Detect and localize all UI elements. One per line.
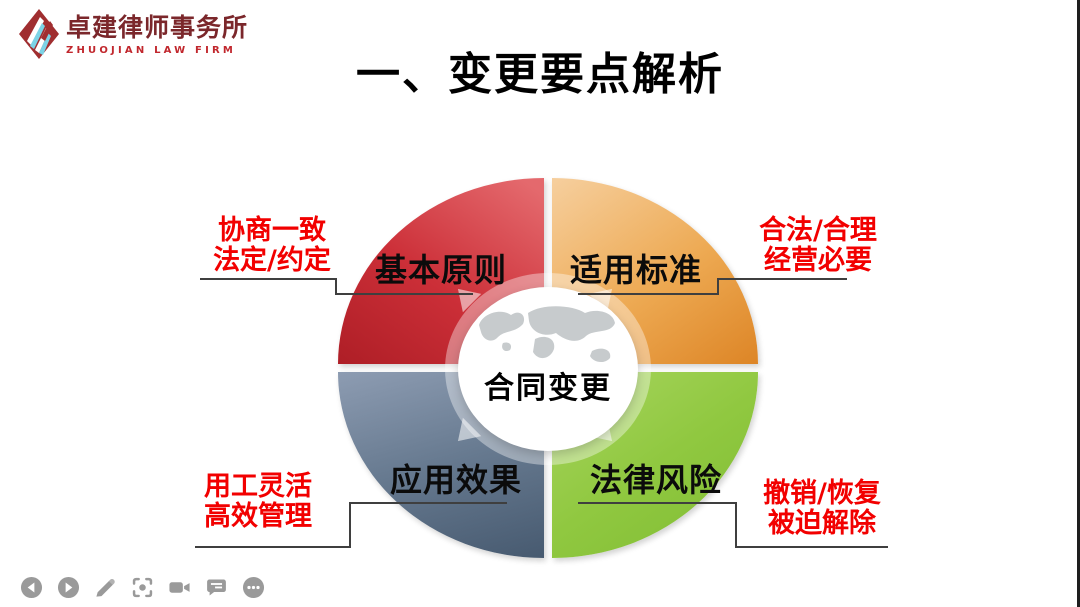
annotation-application-effects: 用工灵活 高效管理 [176, 472, 340, 532]
annotation-legal-risks: 撤销/恢复 被迫解除 [740, 479, 904, 539]
annotation-line: 高效管理 [204, 501, 312, 532]
annotation-line: 用工灵活 [204, 471, 312, 502]
more-options-icon[interactable] [242, 576, 265, 599]
annotation-line: 协商一致 [218, 215, 326, 246]
label-basic-principles: 基本原则 [374, 251, 508, 289]
annotation-applicable-standards: 合法/合理 经营必要 [736, 216, 900, 276]
annotation-line: 法定/约定 [213, 245, 331, 276]
presenter-toolbar [20, 576, 265, 599]
label-applicable-standards: 适用标准 [569, 251, 703, 289]
world-map-icon [479, 306, 615, 363]
laser-pointer-icon[interactable] [131, 576, 154, 599]
window-edge [1077, 0, 1080, 607]
annotation-line: 经营必要 [764, 245, 872, 276]
annotation-basic-principles: 协商一致 法定/约定 [190, 216, 354, 276]
next-icon[interactable] [57, 576, 80, 599]
brand-logo: 卓建律师事务所 ZHUOJIAN LAW FIRM [18, 8, 248, 60]
annotation-line: 被迫解除 [768, 508, 876, 539]
chat-icon[interactable] [205, 576, 228, 599]
slide-title: 一、变更要点解析 [356, 49, 724, 100]
annotation-line: 合法/合理 [759, 215, 877, 246]
video-camera-icon[interactable] [168, 576, 191, 599]
label-application-effects: 应用效果 [389, 461, 523, 499]
label-legal-risks: 法律风险 [589, 461, 723, 499]
previous-icon[interactable] [20, 576, 43, 599]
zhuojian-diamond-logo-icon [19, 9, 59, 59]
brand-name-cn: 卓建律师事务所 [66, 12, 249, 42]
center-label: 合同变更 [484, 371, 612, 406]
annotate-pencil-icon[interactable] [94, 576, 117, 599]
center-circle: 合同变更 [458, 287, 638, 451]
brand-name-en: ZHUOJIAN LAW FIRM [66, 44, 237, 56]
annotation-line: 撤销/恢复 [763, 478, 881, 509]
